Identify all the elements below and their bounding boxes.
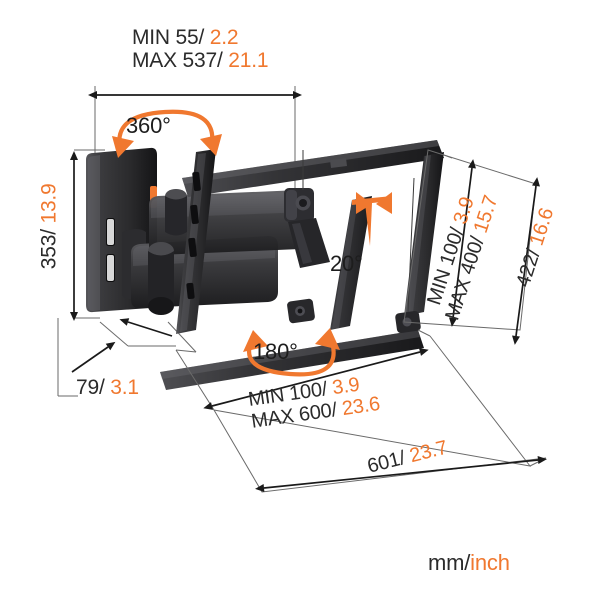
- tv-bracket: [160, 140, 444, 390]
- label-tilt-20: 20°: [330, 251, 363, 276]
- tilt-20-icon: [352, 192, 392, 246]
- units-metric: mm/: [428, 550, 471, 575]
- turn-180-arrowheads-icon: [243, 328, 340, 352]
- wall-offset-label: 79/: [76, 376, 105, 399]
- dimension-line-plate-height: [512, 177, 540, 345]
- height-value: 13.9: [37, 183, 61, 224]
- vesa-horizontal-max-value: 23.6: [340, 392, 382, 420]
- label-height: 353/ 13.9: [37, 146, 62, 306]
- dimension-line-vesa-vertical: [449, 159, 476, 327]
- dimension-line-wall-offset: [71, 318, 173, 373]
- dimension-line-vesa-horizontal: [203, 348, 429, 410]
- label-units: mm/inch: [428, 551, 510, 575]
- dimension-line-plate-width: [255, 456, 547, 492]
- label-swivel-360: 360°: [126, 113, 171, 138]
- lower-pivot-clamp: [287, 298, 315, 324]
- label-depth-range: MIN 55/ 2.2 MAX 537/ 21.1: [132, 26, 269, 72]
- wall-offset-value: 3.1: [110, 376, 139, 399]
- height-label: 353/: [37, 229, 61, 270]
- depth-min-label: MIN 55/: [132, 26, 205, 49]
- depth-max-label: MAX 537/: [132, 48, 223, 72]
- label-turn-180: 180°: [253, 339, 298, 364]
- swivel-360-arc-icon: [117, 109, 215, 148]
- units-imperial: inch: [470, 550, 510, 575]
- tilt-hinge: [284, 188, 330, 268]
- label-wall-offset: 79/ 3.1: [76, 376, 139, 400]
- turn-180-arc-icon: [246, 339, 336, 377]
- depth-max-value: 21.1: [228, 48, 269, 72]
- extension-arms: [131, 189, 310, 315]
- swivel-360-arrowheads-icon: [112, 134, 222, 158]
- depth-min-value: 2.2: [209, 26, 239, 49]
